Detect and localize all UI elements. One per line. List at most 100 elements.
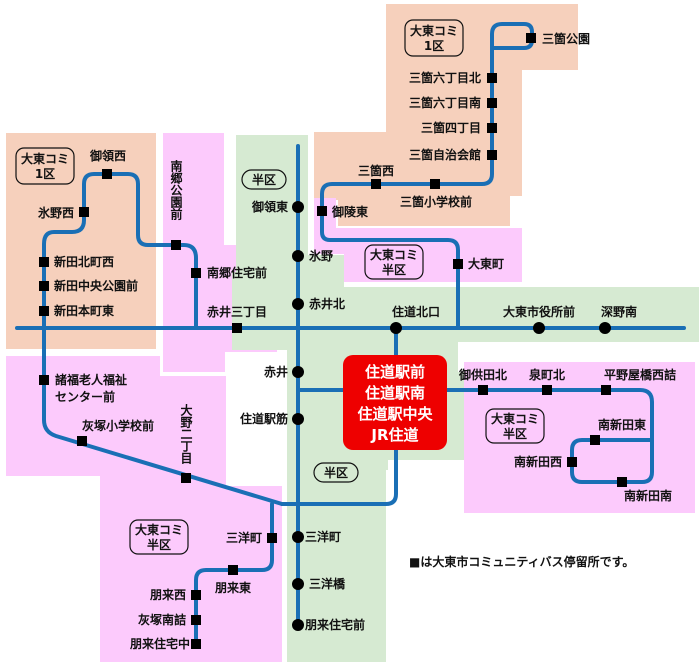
badge-comi-hanku-southwest: 大東コミ 半区 [129,519,189,555]
hub-line-2: 住道駅南 [365,384,425,402]
route-east [394,388,654,484]
label-horai-nishi: 朋来西 [149,587,186,602]
label-horai-higashi: 朋来東 [214,580,251,595]
stop-omotoda-kita[interactable] [478,385,488,395]
label-sanka-6s: 三箇六丁目南 [409,95,481,110]
stop-horai-jutaku-mae[interactable] [292,619,304,631]
badge-hanku-north: 半区 [241,169,287,190]
zone-badges: 大東コミ 1区 大東コミ 1区 大東コミ 半区 大東コミ 半区 大東コミ 半区 … [15,19,545,555]
stop-sanka-jichi[interactable] [487,150,497,160]
label-daito-cho: 大東町 [468,256,504,271]
svg-text:1区: 1区 [424,39,444,53]
stop-sanka-4[interactable] [487,123,497,133]
label-goryo-higashi: 御領東 [251,199,288,214]
stop-morofuku[interactable] [39,375,49,385]
svg-text:大東コミ: 大東コミ [410,23,458,38]
label-nango-koen: 南郷公園前 [169,159,183,221]
label-ono-2: 大野二丁目 [179,403,193,465]
label-sanka-nishi: 三箇西 [358,163,394,178]
stop-labels: 三箇公園 三箇六丁目北 三箇六丁目南 三箇四丁目 三箇自治会館 三箇西 三箇小学… [37,31,676,651]
label-minami-shinden-higashi: 南新田東 [598,417,646,432]
stop-horai-nishi[interactable] [191,590,201,600]
svg-text:半区: 半区 [382,262,406,277]
stop-shinden-hon[interactable] [39,306,49,316]
stop-akai[interactable] [292,366,304,378]
label-suminodo-suji: 住道駅筋 [240,411,288,426]
stop-haizuka-minami[interactable] [191,615,201,625]
label-akai: 赤井 [264,364,288,379]
hub-box [343,355,447,450]
stop-minami-shinden-minami[interactable] [617,477,627,487]
badge-hanku-south: 半区 [313,462,359,483]
label-morofuku-1: 諸福老人福祉 [55,372,127,387]
stop-minami-shinden-nishi[interactable] [567,457,577,467]
zone-hanku-south [287,462,386,662]
hub-line-4: JR住道 [370,426,418,444]
label-haizuka-sho: 灰塚小学校前 [82,418,154,433]
label-horai-jutaku-mae: 朋来住宅前 [304,617,365,632]
hub-line-1: 住道駅前 [365,363,425,381]
stop-sanyo-bashi[interactable] [292,578,304,590]
stop-hino-nishi[interactable] [79,207,89,217]
stop-izumi-kita[interactable] [542,385,552,395]
badge-comi-1ku-west: 大東コミ 1区 [15,147,75,185]
svg-text:半区: 半区 [147,537,171,552]
stop-suminodo-kitaguchi[interactable] [390,322,402,334]
label-akai-kita: 赤井北 [309,296,345,311]
stop-goryo-nishi[interactable] [102,169,112,179]
stop-sanyo-circ[interactable] [292,531,304,543]
community-bus-stops [39,33,627,649]
stop-haizuka-sho[interactable] [77,436,87,446]
svg-text:半区: 半区 [503,426,527,441]
label-sanka-jichi: 三箇自治会館 [409,147,481,162]
svg-text:半区: 半区 [324,465,348,480]
stop-ono-2[interactable] [181,473,191,483]
badge-comi-hanku-center: 大東コミ 半区 [364,244,424,280]
label-sanyo-bashi: 三洋橋 [309,576,346,591]
stop-horai-higashi[interactable] [228,565,238,575]
stop-fukano-minami[interactable] [599,322,611,334]
stop-sanka-koen[interactable] [526,33,536,43]
hub-line-3: 住道駅中央 [357,405,433,423]
stop-sanka-nishi[interactable] [371,179,381,189]
stop-sanka-6s[interactable] [487,98,497,108]
route-south-connector [280,328,398,506]
label-akai-3: 赤井三丁目 [207,304,267,319]
svg-text:1区: 1区 [35,167,55,181]
stop-horai-jutaku-naka[interactable] [191,639,201,649]
stop-sanka-6n[interactable] [487,73,497,83]
badge-comi-hanku-east: 大東コミ 半区 [485,408,545,444]
label-goryo-higashi-sq: 御陵東 [331,204,368,219]
label-sanyo-sq: 三洋町 [226,530,262,545]
stop-shinden-kita[interactable] [39,257,49,267]
stop-daito-cho[interactable] [453,259,463,269]
stop-akai-kita[interactable] [292,298,304,310]
label-sanka-sho: 三箇小学校前 [400,194,472,209]
other-bus-stops [292,201,611,631]
zone-comi-hanku-southwest [6,356,282,662]
hub-suminodo-station[interactable]: 住道駅前 住道駅南 住道駅中央 JR住道 [343,355,447,450]
stop-minami-shinden-higashi[interactable] [590,435,600,445]
stop-shiyakusho[interactable] [533,322,545,334]
stop-nango-koen[interactable] [171,240,181,250]
svg-text:大東コミ: 大東コミ [491,411,539,426]
route-lines [15,22,686,646]
stop-suminodo-suji[interactable] [292,413,304,425]
stop-goryo-higashi-sq[interactable] [317,206,327,216]
stop-sanyo-sq[interactable] [267,533,277,543]
label-morofuku-2: センター前 [55,389,115,404]
zone-comi-1ku-west [6,133,156,349]
stop-shinden-chuo[interactable] [39,281,49,291]
stop-hino[interactable] [292,250,304,262]
stop-goryo-higashi[interactable] [292,201,304,213]
svg-text:大東コミ: 大東コミ [370,247,418,262]
stop-nango-jutaku[interactable] [191,268,201,278]
label-sanka-koen: 三箇公園 [542,31,590,46]
stop-hiranoya[interactable] [601,385,611,395]
label-izumi-kita: 泉町北 [529,367,565,382]
stop-akai-3[interactable] [232,323,242,333]
stop-sanka-sho[interactable] [430,179,440,189]
zone-comi-hanku-east [464,362,695,513]
svg-text:大東コミ: 大東コミ [21,151,69,166]
zones [6,4,699,662]
